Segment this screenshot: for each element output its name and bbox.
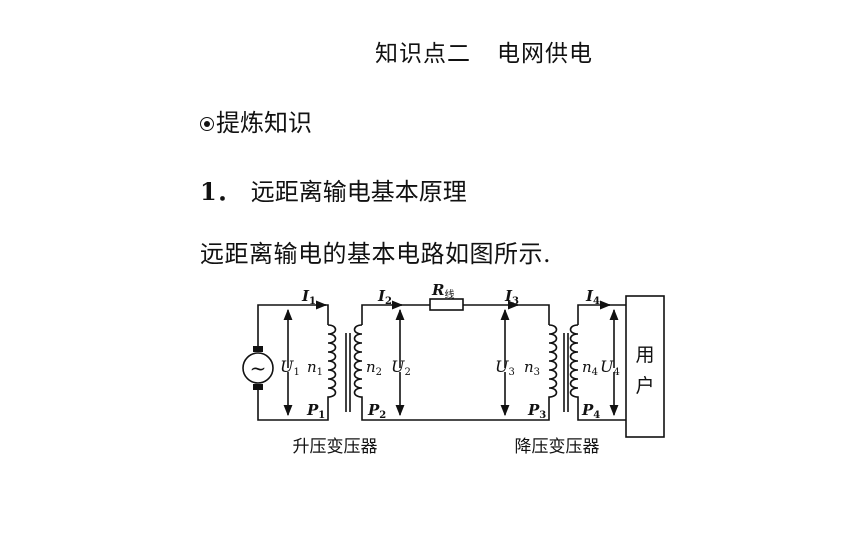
label-n3: n3 — [524, 358, 540, 378]
label-P1: P1 — [306, 401, 325, 421]
generator-loop — [242, 300, 329, 421]
heading: 1． 远距离输电基本原理 — [200, 172, 467, 207]
label-I3: I3 — [504, 287, 519, 307]
step-down-label: 降压变压器 — [515, 437, 600, 457]
transmission-line — [361, 298, 550, 421]
section-label: 提炼知识 — [200, 103, 312, 138]
user-loop — [577, 295, 665, 438]
generator-symbol: ~ — [250, 356, 267, 380]
paragraph: 远距离输电的基本电路如图所示. — [200, 240, 552, 268]
user-box — [625, 295, 665, 438]
label-U3: U3 — [495, 357, 515, 378]
label-U4: U4 — [600, 357, 620, 378]
title-part1: 知识点二 — [375, 41, 471, 67]
label-I1: I1 — [301, 287, 316, 307]
user-label-1: 用 — [635, 344, 654, 366]
label-U2: U2 — [391, 357, 411, 378]
title-part2: 电网供电 — [497, 41, 593, 67]
step-up-transformer — [327, 324, 363, 412]
label-n4: n4 — [582, 358, 598, 378]
label-P2: P2 — [367, 401, 386, 421]
step-up-label: 升压变压器 — [293, 437, 378, 457]
label-n2: n2 — [366, 358, 382, 378]
label-I2: I2 — [377, 287, 392, 307]
heading-number: 1． — [200, 177, 241, 206]
label-n1: n1 — [307, 358, 323, 378]
section-label-text: 提炼知识 — [216, 109, 312, 137]
label-I4: I4 — [585, 287, 600, 307]
bullet-icon — [200, 116, 214, 131]
user-label-2: 户 — [635, 375, 654, 397]
label-U1: U1 — [280, 357, 300, 378]
label-R: R线 — [431, 281, 454, 301]
label-P3: P3 — [527, 401, 546, 421]
step-down-transformer — [548, 324, 579, 412]
page-title: 知识点二电网供电 — [375, 34, 593, 68]
label-P4: P4 — [581, 401, 600, 421]
generator-icon — [242, 352, 274, 384]
heading-text: 远距离输电基本原理 — [250, 178, 467, 206]
